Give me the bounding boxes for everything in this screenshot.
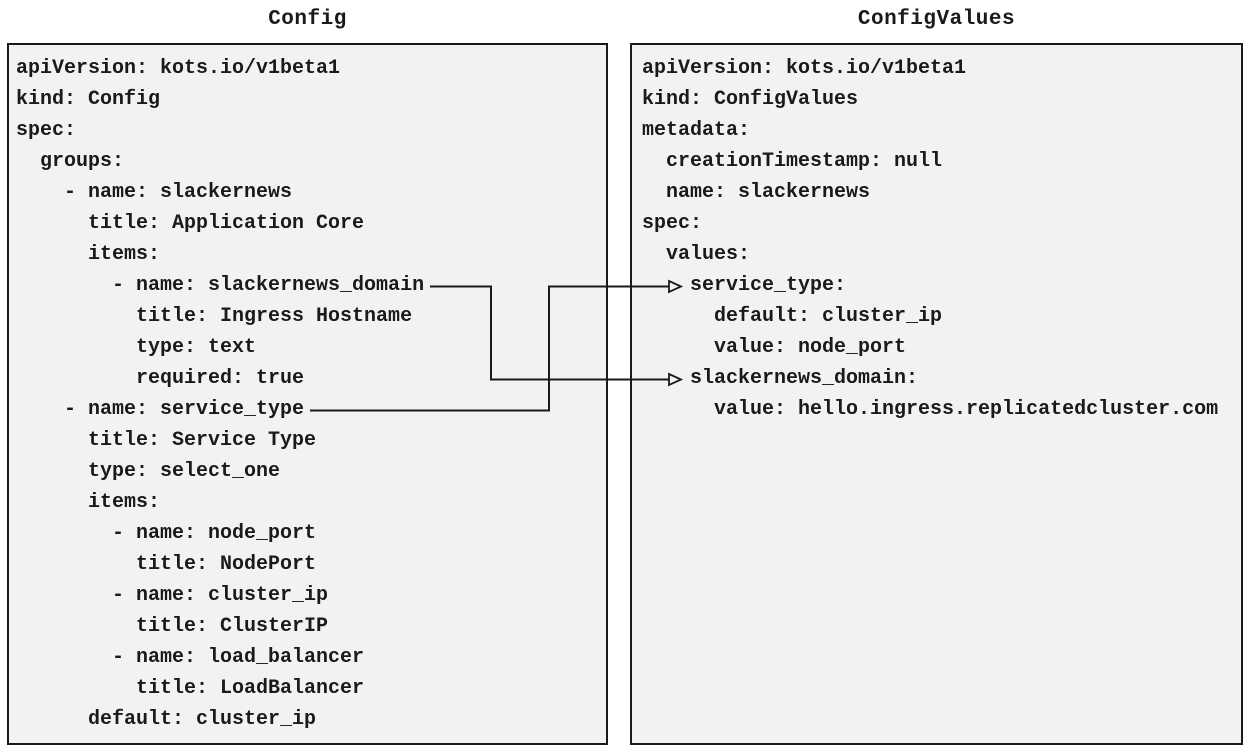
config-panel: apiVersion: kots.io/v1beta1 kind: Config… (7, 43, 608, 745)
config-panel-title: Config (268, 8, 347, 31)
config-yaml-code: apiVersion: kots.io/v1beta1 kind: Config… (16, 57, 425, 731)
configvalues-panel: apiVersion: kots.io/v1beta1 kind: Config… (630, 43, 1243, 745)
configvalues-panel-title: ConfigValues (857, 8, 1016, 31)
configvalues-yaml-code: apiVersion: kots.io/v1beta1 kind: Config… (642, 57, 1219, 421)
